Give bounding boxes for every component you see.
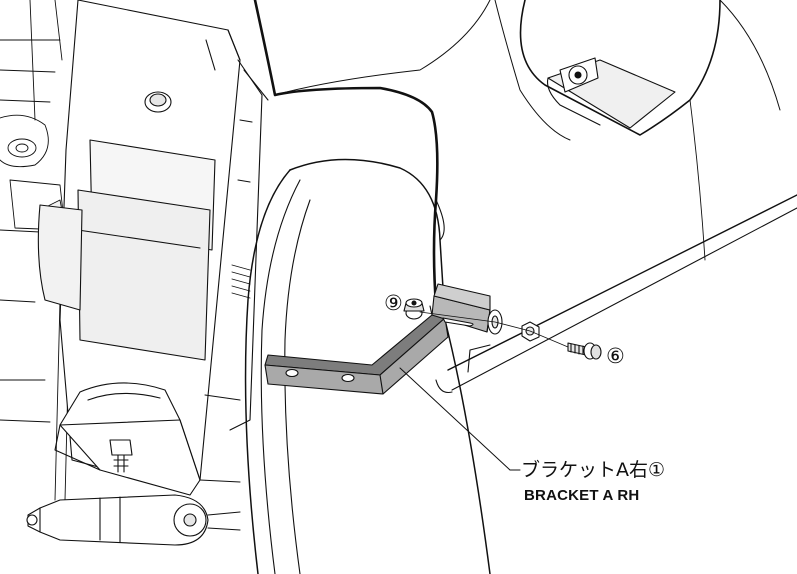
- callout-bolt-number: ⑥: [606, 344, 625, 368]
- flange-bolt: [567, 342, 602, 360]
- coil-spring: [231, 264, 251, 299]
- panel-edge: [229, 59, 269, 431]
- mud-flap-panel: [37, 0, 241, 491]
- callout-nut-number: ⑨: [384, 291, 403, 315]
- lower-link-arm: [54, 382, 241, 496]
- bracket-a-rh: [264, 283, 491, 395]
- tire: [244, 158, 491, 574]
- panel-bolt: [144, 91, 172, 113]
- flange-nut: [403, 298, 425, 320]
- body-panel-rail: [435, 194, 797, 394]
- bracket-label-en: BRACKET A RH: [524, 487, 640, 504]
- leader-lines: [399, 367, 521, 471]
- upper-mount: [519, 0, 781, 261]
- assembly-axis: [419, 311, 569, 348]
- washer: [487, 309, 503, 335]
- bracket-label-jp: ブラケットA右①: [521, 459, 666, 481]
- tie-rod-end: [26, 494, 241, 546]
